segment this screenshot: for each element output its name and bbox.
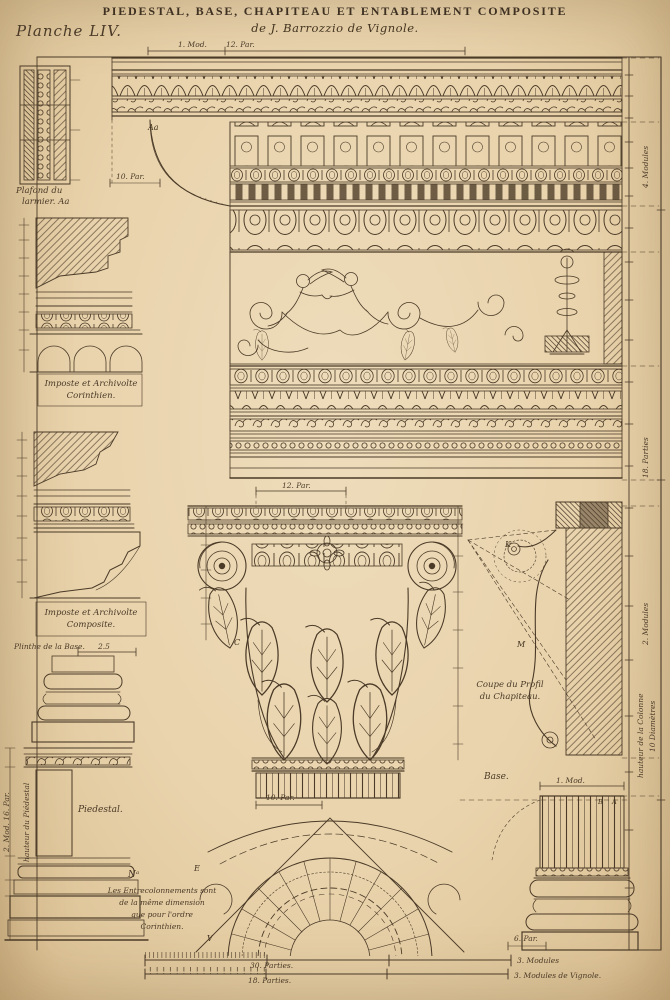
scale-row1-modules: 3. Modules xyxy=(517,956,560,965)
right-margin-modules-top: 4. Modules xyxy=(641,145,650,188)
right-margin-modules-mid: 2. Modules xyxy=(641,602,650,645)
dim-base-module: 1. Mod. xyxy=(556,776,585,785)
letter-c: C xyxy=(234,638,241,647)
letter-v: V xyxy=(207,934,213,943)
right-margin-column-height-2: 10 Diamètres xyxy=(648,700,657,752)
candelabra-drawing xyxy=(544,248,623,365)
label-plinthe-value: 2.5 xyxy=(98,642,110,651)
note-heading: Nᵃ xyxy=(128,870,140,880)
scale-row1-parties: 30. Parties. xyxy=(250,961,294,970)
dim-base-parties: 6. Par. xyxy=(514,934,538,943)
label-imposte-corinthien-line1: Imposte et Archivolte xyxy=(44,379,138,389)
entablature-drawing xyxy=(109,46,623,479)
plate-subtitle: de J. Barrozzio de Vignole. xyxy=(251,21,419,35)
left-margin-pedestal-height: hauteur du Piédestal xyxy=(22,782,31,862)
pedestal-study xyxy=(4,747,149,941)
imposte-composite-study xyxy=(16,431,147,637)
letter-k: K xyxy=(505,540,511,549)
dim-entablature-parties: 12. Par. xyxy=(226,40,255,49)
note-line2: de la même dimension xyxy=(119,898,205,907)
capital-section-drawing xyxy=(467,501,623,756)
base-elevation-drawing xyxy=(491,781,639,951)
imposte-corinthien-study xyxy=(18,217,143,407)
frieze-cherub-scroll xyxy=(237,268,524,362)
label-piedestal: Piedestal. xyxy=(78,805,123,815)
left-margin-pedestal-dim: 2. Mod. 16. Par. xyxy=(2,792,11,852)
base-profile-study xyxy=(31,647,137,743)
letter-b: B xyxy=(598,798,603,806)
label-imposte-corinthien-line2: Corinthien. xyxy=(66,391,116,401)
label-imposte-composite-line2: Composite. xyxy=(66,620,116,630)
letter-e: E xyxy=(194,864,200,873)
right-margin-column-height-1: hauteur de la Colonne xyxy=(636,693,645,778)
note-line3: que pour l'ordre xyxy=(131,910,193,919)
dim-cornice-parties: 10. Par. xyxy=(116,172,145,181)
label-base: Base. xyxy=(484,772,509,782)
plafond-study xyxy=(19,65,81,185)
dim-abacus-parties: 12. Par. xyxy=(282,481,311,490)
dim-entablature-module: 1. Mod. xyxy=(178,40,207,49)
label-plafond-line1: Plafond du xyxy=(16,186,63,196)
plate-title: PIEDESTAL, BASE, CHAPITEAU ET ENTABLEMEN… xyxy=(102,4,568,18)
label-imposte-composite-line1: Imposte et Archivolte xyxy=(44,608,138,618)
capital-plan-drawing xyxy=(195,817,465,956)
capital-drawing xyxy=(187,486,464,810)
plate-borders xyxy=(36,56,666,951)
label-plinthe: Plinthe de la Base. xyxy=(14,642,85,651)
plate-number: Planche LIV. xyxy=(16,22,123,40)
dim-shaft-parties: 10. Par. xyxy=(266,793,295,802)
note-line1: Les Entrecolonnements sont xyxy=(107,886,217,895)
note-line4: Corinthien. xyxy=(140,922,184,931)
letter-aa: Aa xyxy=(148,123,159,132)
letter-m: M xyxy=(517,640,526,649)
label-plafond-line2: larmier. Aa xyxy=(22,197,70,207)
letter-a: A xyxy=(612,798,617,806)
label-coupe-line2: du Chapiteau. xyxy=(479,692,541,702)
scale-bars xyxy=(144,952,512,980)
scale-row2-parties: 18. Parties. xyxy=(248,976,292,985)
label-coupe-line1: Coupe du Profil xyxy=(476,680,544,690)
right-margin-parties: 18. Parties xyxy=(641,437,650,478)
scale-row2-modules: 3. Modules de Vignole. xyxy=(514,971,602,980)
